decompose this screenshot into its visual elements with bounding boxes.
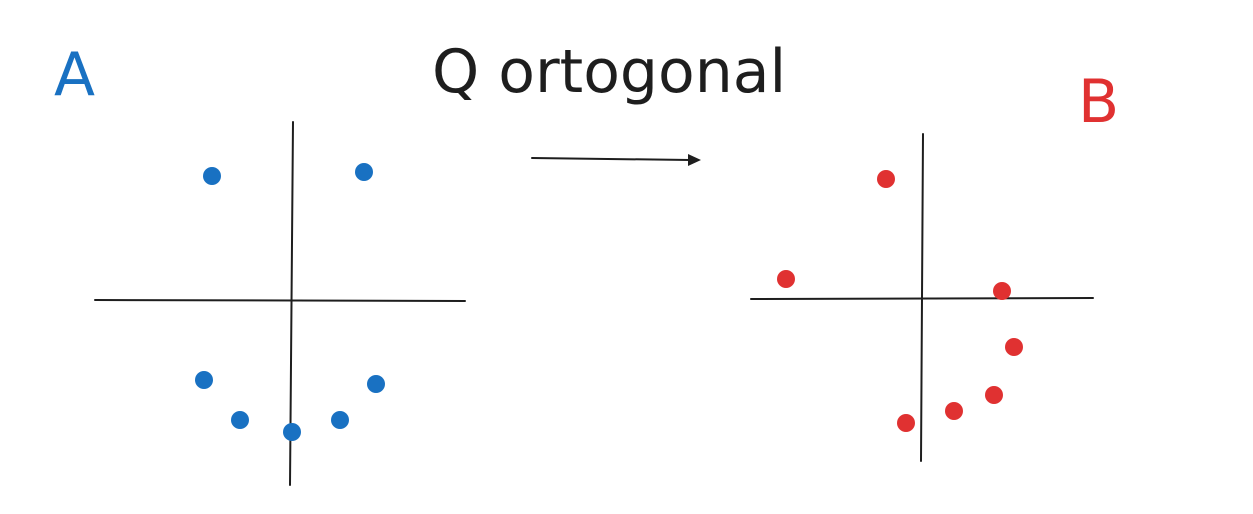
panel-b-points — [777, 170, 1023, 432]
transform-arrow — [531, 154, 701, 166]
set-b-label: B — [1078, 67, 1120, 137]
panel-a-point-4 — [231, 411, 249, 429]
panel-b-point-4 — [1005, 338, 1023, 356]
arrow-shaft — [531, 157, 691, 161]
panel-b-point-3 — [993, 282, 1011, 300]
panel-a-point-3 — [195, 371, 213, 389]
panel-b-point-2 — [777, 270, 795, 288]
transform-title: Q ortogonal — [432, 37, 787, 107]
panel-b-y-axis — [920, 133, 924, 462]
panel-a-point-1 — [203, 167, 221, 185]
panel-b-point-5 — [985, 386, 1003, 404]
panel-a — [94, 121, 466, 486]
panel-b — [750, 133, 1094, 462]
panel-a-points — [195, 163, 385, 441]
panel-a-point-6 — [331, 411, 349, 429]
arrow-head — [688, 154, 701, 166]
panel-b-point-1 — [877, 170, 895, 188]
panel-b-point-7 — [897, 414, 915, 432]
panel-a-point-7 — [367, 375, 385, 393]
panel-b-point-6 — [945, 402, 963, 420]
panel-a-point-5 — [283, 423, 301, 441]
panel-a-x-axis — [94, 299, 466, 302]
set-a-label: A — [54, 40, 96, 110]
panel-a-point-2 — [355, 163, 373, 181]
